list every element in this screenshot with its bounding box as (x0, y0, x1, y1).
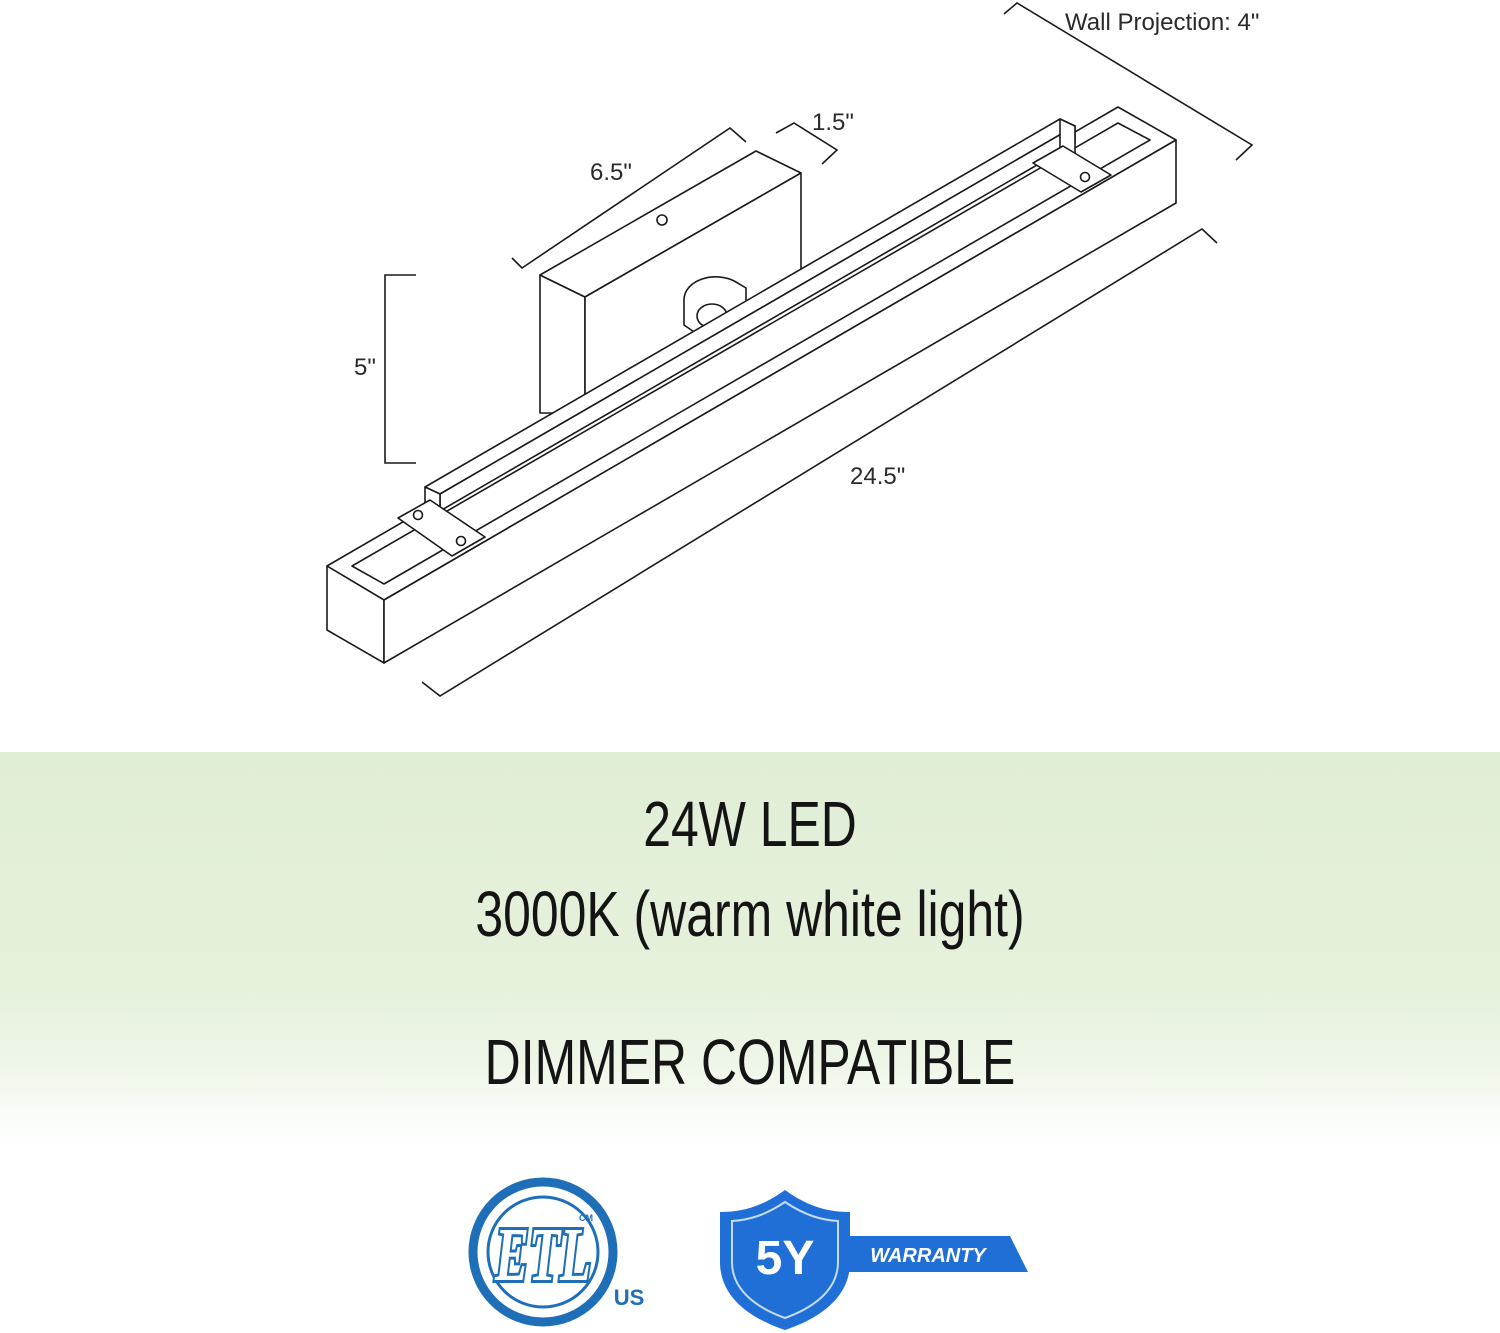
backplate-width-line (511, 126, 747, 270)
backplate-width-label: 6.5" (590, 159, 632, 186)
backplate-front (539, 274, 586, 414)
spec-color-temperature: 3000K (warm white light) (475, 878, 1025, 950)
wall-projection-label: Wall Projection: 4" (1065, 9, 1259, 36)
warranty-badge: 5Y WARRANTY (720, 1190, 1028, 1330)
left-plate-screw-2 (455, 535, 467, 547)
etl-region-label: US (614, 1285, 645, 1310)
warranty-shield (720, 1190, 850, 1330)
fixture-drawing (326, 106, 1177, 664)
etl-cm-label: CM (579, 1213, 593, 1223)
spec-dimmer: DIMMER COMPATIBLE (484, 1026, 1016, 1098)
bar-diffuser (351, 122, 1151, 585)
backplate-depth-line (775, 122, 839, 165)
right-plate-screw (1079, 171, 1091, 183)
warranty-ribbon (812, 1236, 1028, 1272)
certification-badges: ETL CM US 5Y WARRANTY (468, 1177, 1028, 1330)
etl-logo: ETL CM US (468, 1177, 645, 1327)
spec-power: 24W LED (643, 788, 857, 860)
right-mount-plate (1032, 145, 1112, 193)
spec-band: 24W LED 3000K (warm white light) DIMMER … (0, 752, 1500, 1142)
length-line (421, 227, 1218, 697)
warranty-years: 5Y (756, 1232, 815, 1285)
fixture-dimension-diagram: Wall Projection: 4" 1.5" 6.5" 5" 24.5" (326, 2, 1259, 697)
backplate-screw (656, 214, 668, 226)
wall-projection-line (1003, 2, 1254, 161)
backplate-height-label: 5" (354, 354, 376, 381)
dimension-lines (384, 2, 1254, 697)
total-length-label: 24.5" (850, 463, 905, 490)
left-plate-screw-1 (412, 509, 424, 521)
backplate-depth-label: 1.5" (812, 109, 854, 136)
dimension-labels: Wall Projection: 4" 1.5" 6.5" 5" 24.5" (354, 9, 1259, 490)
etl-mark: ETL (494, 1213, 591, 1297)
height-line (384, 274, 416, 464)
etl-outer-ring (468, 1177, 618, 1327)
etl-inner-ring (486, 1195, 600, 1309)
warranty-label: WARRANTY (870, 1245, 987, 1267)
bar-side (383, 139, 1177, 664)
